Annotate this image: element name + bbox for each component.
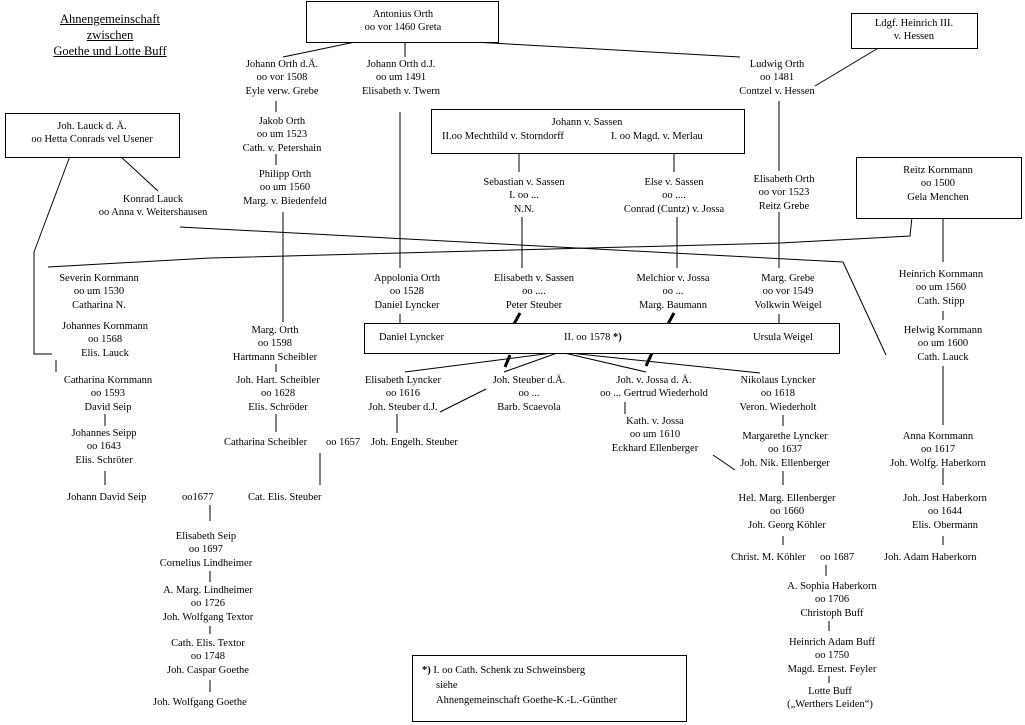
person-lotte-buff: Lotte Buff(„Werthers Leiden“) [787, 686, 873, 711]
box-heinrich-hessen [851, 13, 978, 49]
sassen-marriage-1: I. oo Magd. v. Merlau [611, 131, 703, 142]
person-heinrich-hessen: Ldgf. Heinrich III.v. Hessen [874, 18, 954, 43]
person-joh-engelh-steuber: Joh. Engelh. Steuber [371, 437, 458, 448]
box-antonius [306, 1, 499, 43]
footnote: *) I. oo Cath. Schenk zu Schweinsberg si… [422, 665, 618, 706]
box-lauck-alt [5, 113, 180, 158]
marriage-1677: oo1677 [182, 492, 214, 503]
person-joh-steuber-da: Joh. Steuber d.Ä.oo ...Barb. Scaevola [492, 375, 566, 413]
person-joh-jossa-da: Joh. v. Jossa d. Ä.oo ... Gertrud Wieder… [600, 375, 708, 400]
person-joh-adam-haberkorn: Joh. Adam Haberkorn [884, 552, 977, 563]
person-lauck-alt: Joh. Lauck d. Ä.oo Hetta Conrads vel Use… [31, 121, 153, 146]
box-footnote [412, 655, 687, 722]
box-marriage-1578 [364, 323, 840, 354]
person-cat-elis-steuber: Cat. Elis. Steuber [248, 492, 322, 503]
person-johann-sassen: Johann v. Sassen [551, 117, 623, 128]
person-catharina-scheibler: Catharina Scheibler [224, 437, 308, 448]
person-ursula-weigel: Ursula Weigel [753, 332, 813, 343]
marriage-1687: oo 1687 [820, 552, 855, 563]
marriage-1578: II. oo 1578 *) [564, 332, 622, 343]
box-reitz-kornmann [856, 157, 1022, 219]
person-daniel-lyncker: Daniel Lyncker [379, 332, 445, 343]
person-christ-koehler: Christ. M. Köhler [731, 552, 806, 563]
person-goethe: Joh. Wolfgang Goethe [153, 697, 247, 708]
sassen-marriage-2: II.oo Mechthild v. Storndorff [442, 131, 564, 142]
marriage-1657: oo 1657 [326, 437, 361, 448]
person-johann-david-seip: Johann David Seip [67, 492, 147, 503]
box-sassen [431, 109, 745, 154]
